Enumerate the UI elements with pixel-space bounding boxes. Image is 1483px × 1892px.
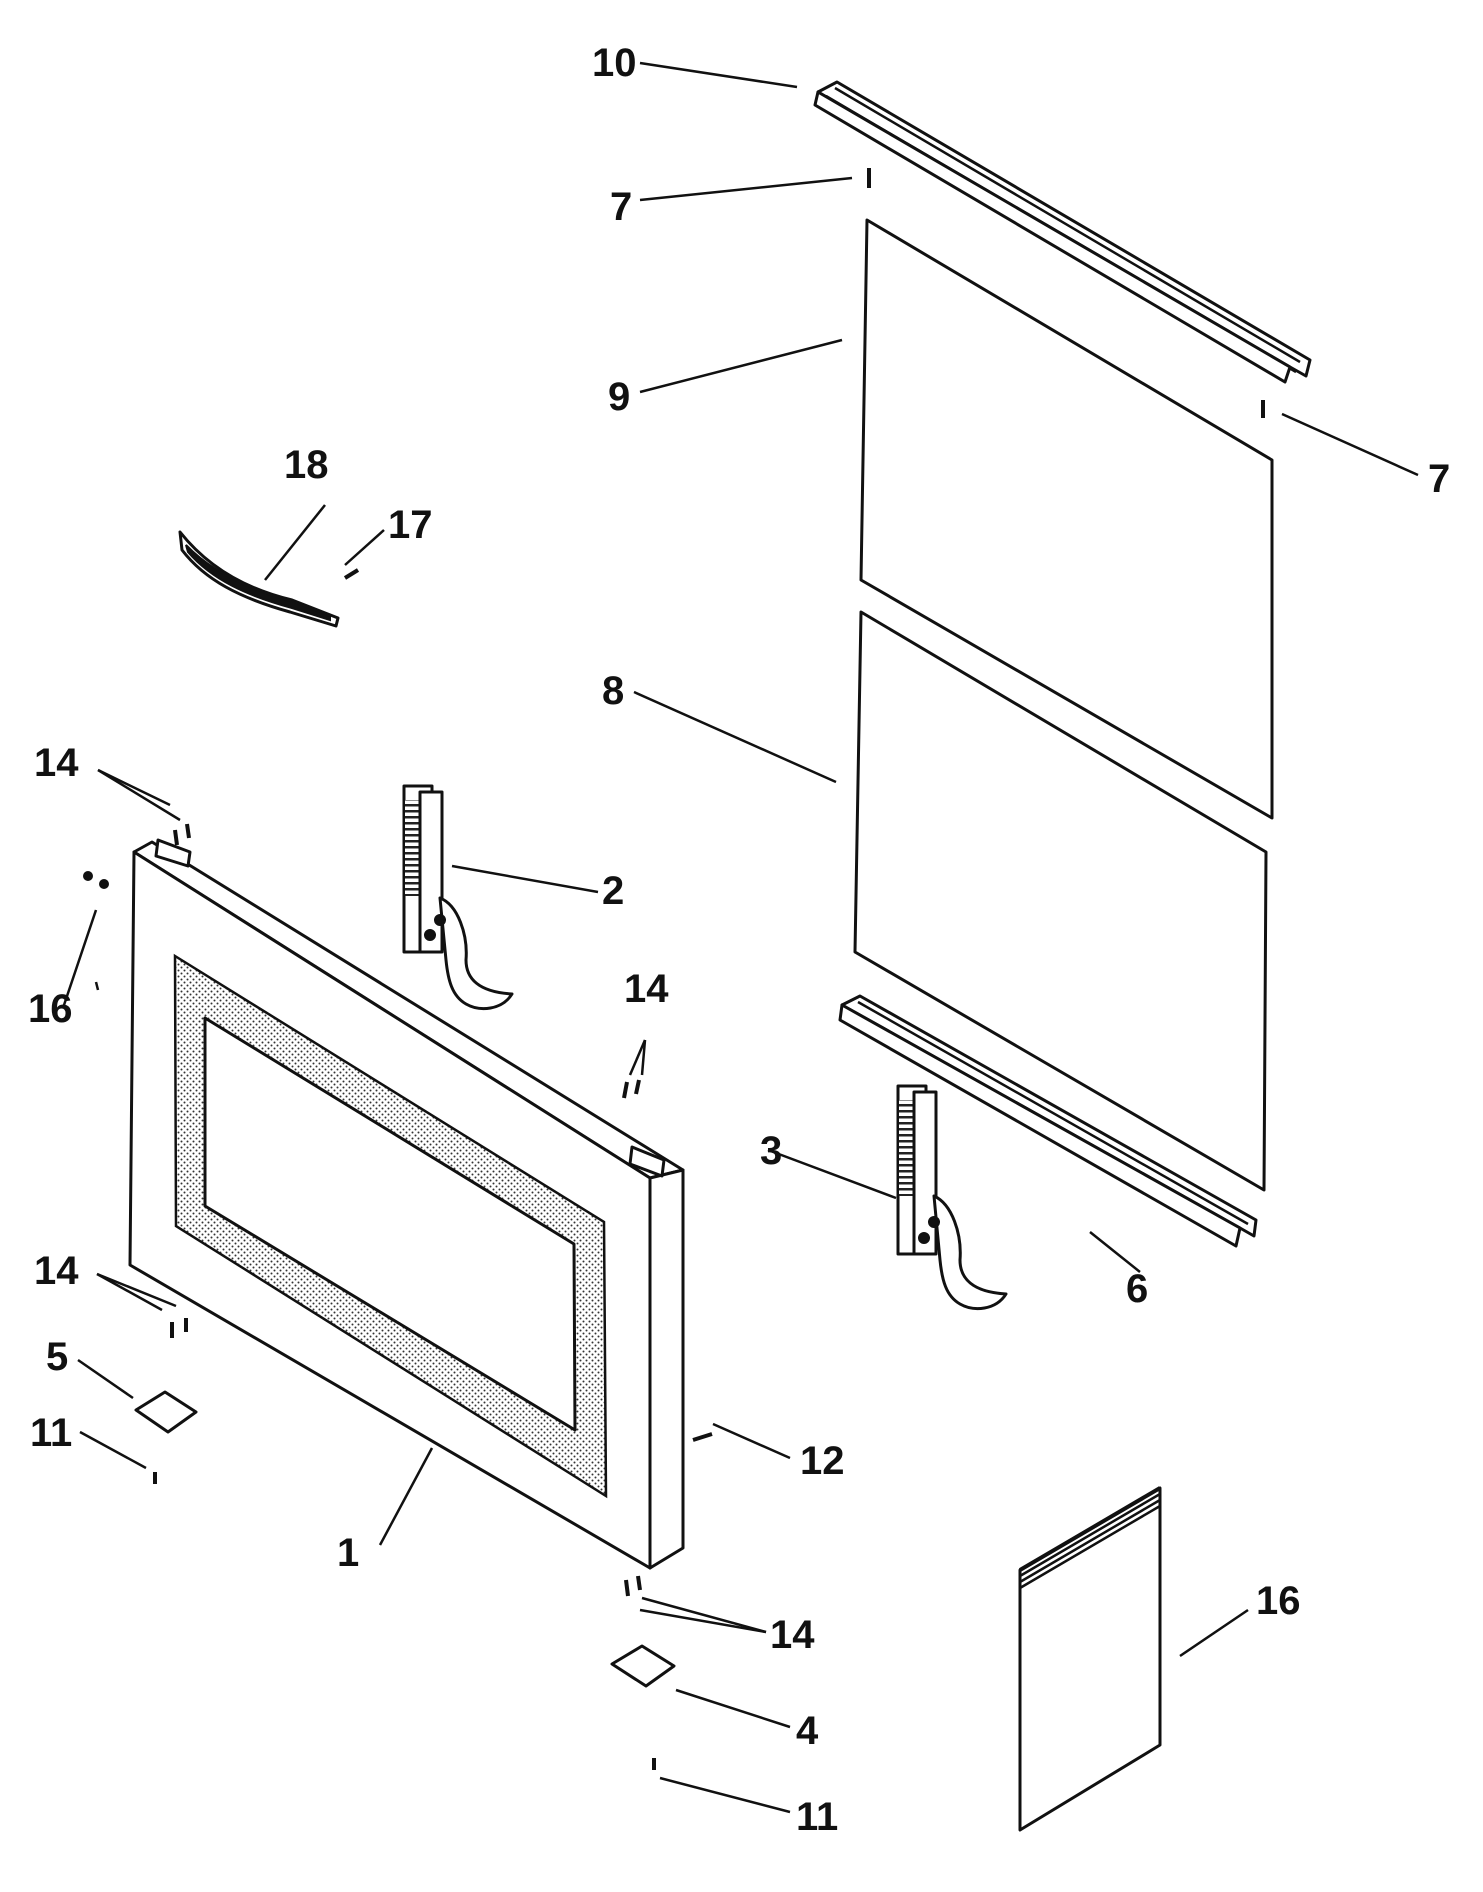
- lower-hinge: [896, 1084, 1008, 1311]
- screws-mid-right: [622, 1079, 641, 1099]
- callout-2: 2: [602, 869, 624, 913]
- callout-8: 8: [602, 669, 624, 713]
- callout-12: 12: [800, 1439, 845, 1483]
- screws-bottom-right: [624, 1575, 642, 1597]
- callout-10: 10: [592, 41, 637, 85]
- literature-packet: [1018, 1486, 1162, 1832]
- handle-screw: [343, 568, 360, 580]
- callout-3: 3: [760, 1129, 782, 1173]
- inner-glass-panel: [853, 610, 1268, 1192]
- leader-lines: [61, 61, 1419, 1814]
- callout-5: 5: [46, 1335, 68, 1379]
- fastener-pair: [83, 871, 109, 889]
- screws-bottom-left: [170, 1318, 188, 1338]
- callout-7-top: 7: [610, 185, 632, 229]
- lower-left-plate: [134, 1390, 198, 1434]
- outer-glass-panel: [859, 218, 1274, 820]
- door-pin: [692, 1432, 713, 1442]
- callout-14-bottom-right: 14: [770, 1613, 815, 1657]
- callout-18: 18: [284, 443, 329, 487]
- top-trim-strip: [813, 80, 1312, 384]
- callout-6: 6: [1126, 1267, 1148, 1311]
- callout-14-mid-right: 14: [624, 967, 669, 1011]
- callout-14-top-left: 14: [34, 741, 79, 785]
- callout-4: 4: [796, 1709, 819, 1753]
- callout-16-left: 16: [28, 987, 73, 1031]
- callout-7-right: 7: [1428, 457, 1450, 501]
- callout-17: 17: [388, 503, 433, 547]
- callout-1: 1: [337, 1531, 359, 1575]
- door-handle: [178, 530, 340, 628]
- callout-16-right: 16: [1256, 1579, 1301, 1623]
- callout-14-bottom-left: 14: [34, 1249, 79, 1293]
- screws-top-left: [173, 823, 191, 846]
- lower-right-plate: [610, 1644, 676, 1688]
- callout-11-right: 11: [796, 1795, 838, 1839]
- door-frame: [128, 838, 685, 1570]
- callout-9: 9: [608, 375, 630, 419]
- callout-11-left: 11: [30, 1411, 72, 1455]
- bottom-trim-strip: [838, 994, 1258, 1248]
- upper-hinge: [402, 784, 514, 1011]
